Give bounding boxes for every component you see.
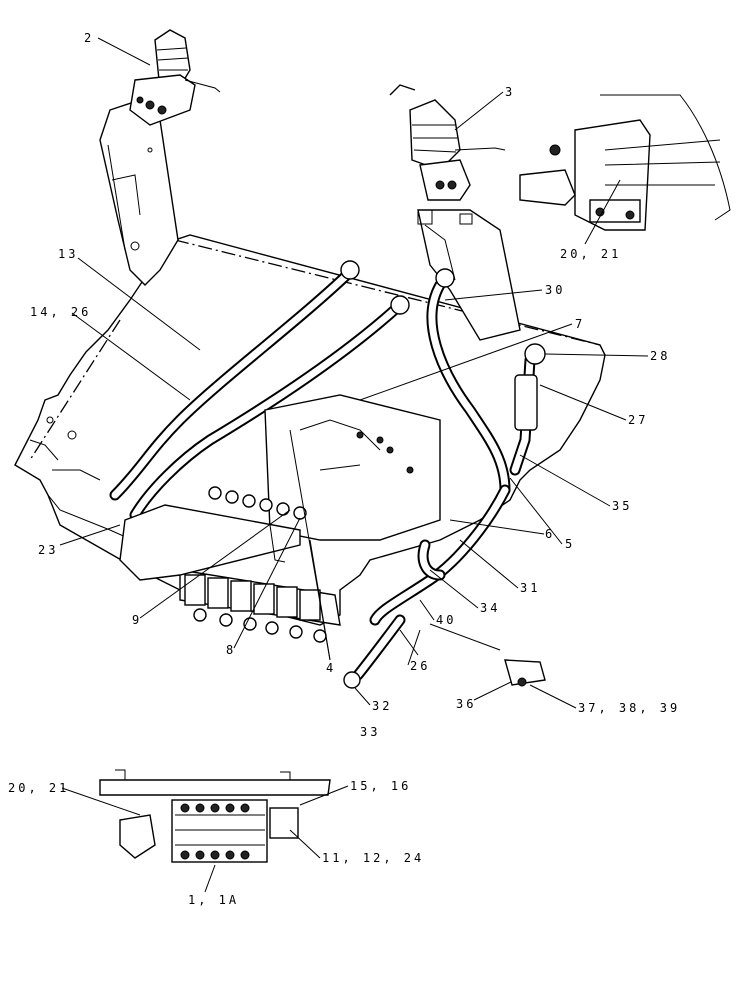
center-bracket <box>264 394 441 541</box>
left-joystick <box>129 29 221 126</box>
bottom-detail-view <box>99 769 331 863</box>
hose-set <box>109 260 546 689</box>
callout-31: 31 <box>520 581 540 595</box>
right-joystick <box>389 84 506 201</box>
callout-8: 8 <box>226 643 236 657</box>
callout-11-12-24: 11, 12, 24 <box>322 851 424 865</box>
callout-7: 7 <box>575 317 585 331</box>
callout-20-21-top: 20, 21 <box>560 247 621 261</box>
callout-23: 23 <box>38 543 58 557</box>
callout-26: 26 <box>410 659 430 673</box>
callout-30: 30 <box>545 283 565 297</box>
callout-27: 27 <box>628 413 648 427</box>
callout-36: 36 <box>456 697 476 711</box>
leader-lines <box>59 37 649 893</box>
valve-mount-plate <box>119 504 301 581</box>
callout-33: 33 <box>360 725 380 739</box>
callout-2: 2 <box>84 31 94 45</box>
left-pillar <box>99 99 179 286</box>
inset-detail-top <box>519 94 731 231</box>
callout-13: 13 <box>58 247 78 261</box>
callout-layer: 2 3 13 14, 26 20, 21 30 7 28 27 35 5 6 3… <box>8 31 680 907</box>
callout-3: 3 <box>505 85 515 99</box>
callout-32: 32 <box>372 699 392 713</box>
callout-28: 28 <box>650 349 670 363</box>
callout-40: 40 <box>436 613 456 627</box>
right-pillar <box>417 209 521 341</box>
callout-6: 6 <box>545 527 555 541</box>
callout-20-21-bottom: 20, 21 <box>8 781 69 795</box>
callout-15-16: 15, 16 <box>350 779 411 793</box>
callout-14-26: 14, 26 <box>30 305 91 319</box>
callout-34: 34 <box>480 601 500 615</box>
callout-5: 5 <box>565 537 575 551</box>
hose-clamp-detail <box>504 659 546 687</box>
callout-1-1a: 1, 1A <box>188 893 239 907</box>
callout-4: 4 <box>326 661 336 675</box>
pipe-fittings-row <box>208 486 307 520</box>
callout-9: 9 <box>132 613 142 627</box>
callout-35: 35 <box>612 499 632 513</box>
callout-37-38-39: 37, 38, 39 <box>578 701 680 715</box>
